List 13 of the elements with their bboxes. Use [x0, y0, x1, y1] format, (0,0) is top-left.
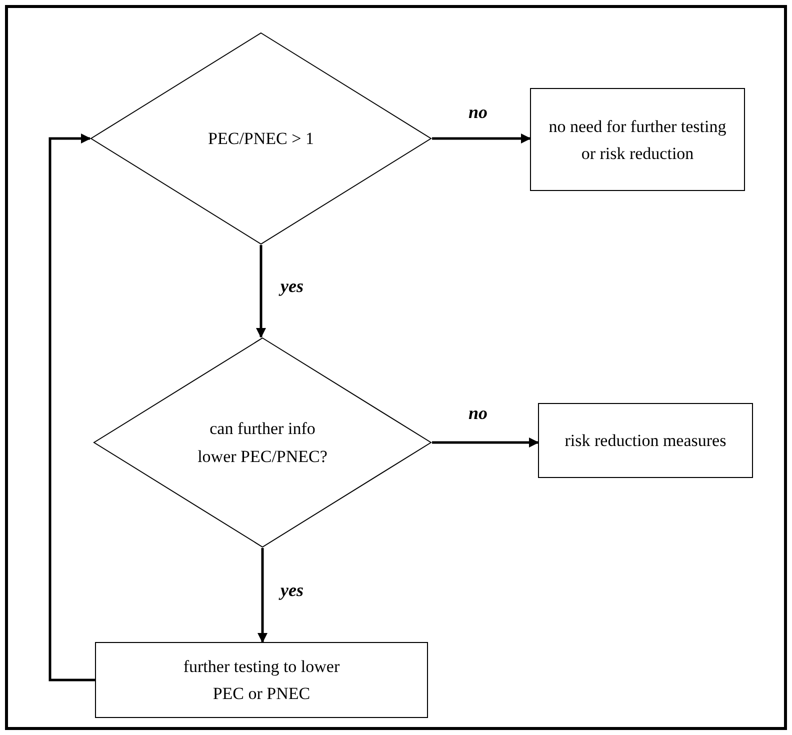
process-box [95, 642, 428, 718]
process-box [538, 403, 753, 478]
process-box [530, 88, 745, 191]
box-text: further testing to lower PEC or PNEC [182, 656, 341, 705]
arrow [48, 134, 95, 682]
arrow [432, 134, 531, 144]
box-text: risk reduction measures [564, 430, 726, 452]
arrow [258, 548, 268, 643]
decision-text: can further info lower PEC/PNEC? [196, 418, 328, 468]
arrow [432, 438, 539, 448]
box-text: no need for further testing or risk reduction [548, 116, 728, 164]
decision-text: PEC/PNEC > 1 [207, 128, 315, 150]
arrow [256, 245, 266, 338]
